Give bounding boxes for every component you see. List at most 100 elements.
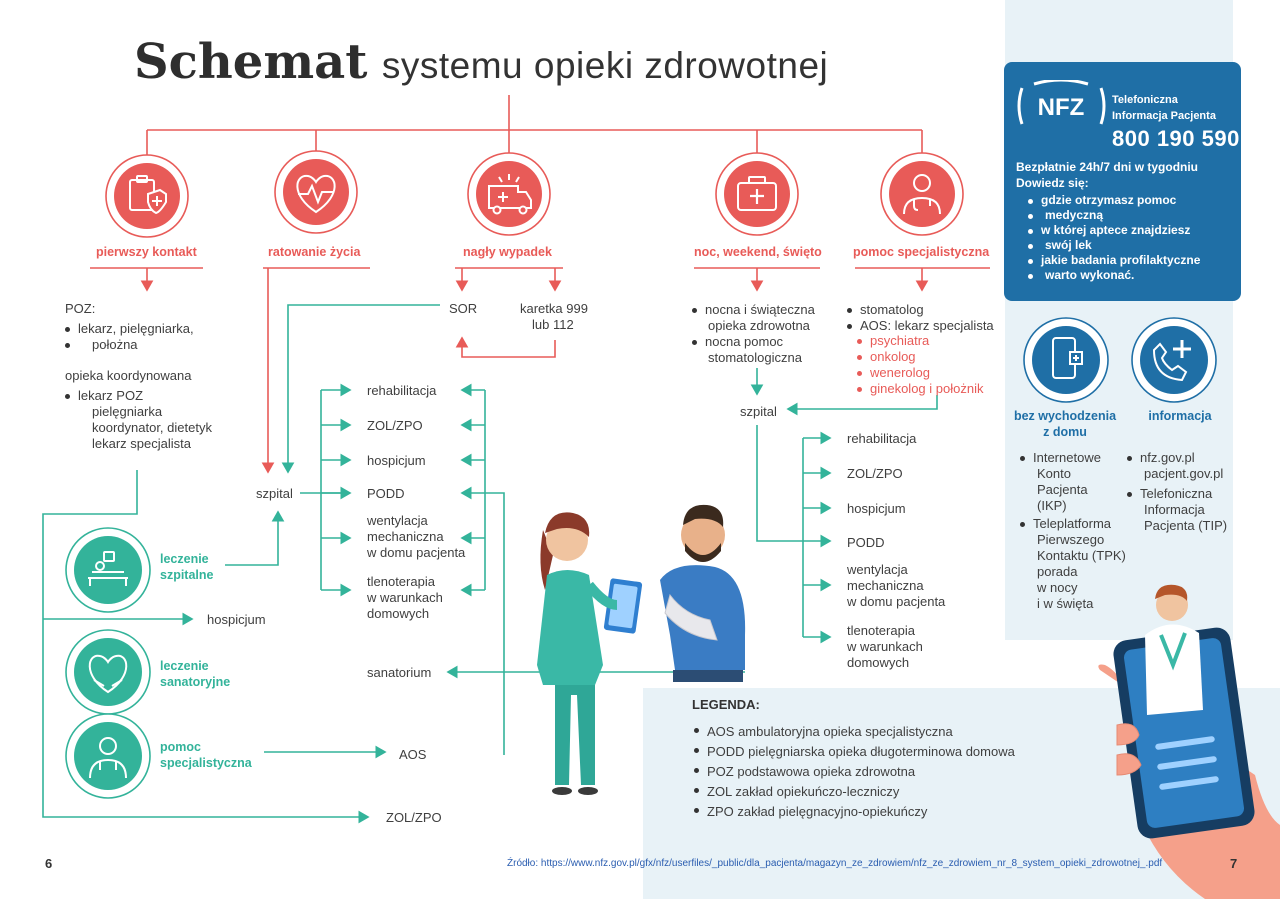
sor-label: SOR bbox=[449, 301, 478, 316]
list-item: lekarz POZ bbox=[61, 388, 143, 404]
specjal-red-list: psychiatra onkolog wenerolog ginekolog i… bbox=[853, 333, 983, 397]
info-item: Pacjenta (TIP) bbox=[1144, 518, 1228, 533]
koord-item: lekarz specjalista bbox=[92, 436, 191, 451]
list-item: położna bbox=[61, 337, 194, 353]
poz-list: lekarz, pielęgniarka, położna bbox=[61, 321, 194, 353]
karetka-line1: karetka 999 bbox=[520, 301, 588, 316]
zol-label: ZOL/ZPO bbox=[386, 810, 442, 825]
list-item: lekarz, pielęgniarka, bbox=[61, 321, 194, 337]
poz-label: POZ: bbox=[65, 301, 96, 316]
nfz-logo-text: NFZ bbox=[1038, 94, 1085, 121]
legend-list: AOS ambulatoryjna opieka specjalistyczna… bbox=[690, 722, 1015, 822]
doctor-icon bbox=[65, 713, 151, 799]
info-list-2: Telefoniczna bbox=[1123, 486, 1212, 502]
service-item: w warunkach bbox=[847, 639, 923, 654]
remote-item: i w święta bbox=[1037, 596, 1094, 611]
list-item: nocna pomoc bbox=[688, 334, 783, 350]
list-item: AOS ambulatoryjna opieka specjalistyczna bbox=[690, 722, 1015, 742]
service-item: ZOL/ZPO bbox=[847, 466, 903, 481]
service-item: domowych bbox=[367, 606, 430, 621]
patient-figure bbox=[660, 504, 746, 682]
service-item: hospicjum bbox=[847, 501, 906, 516]
service-item: rehabilitacja bbox=[847, 431, 917, 446]
ambulance-icon bbox=[467, 152, 551, 236]
phone-hand-illustration bbox=[1098, 584, 1280, 899]
service-item: hospicjum bbox=[367, 453, 426, 468]
page-number-right: 7 bbox=[1230, 856, 1238, 871]
category-nagly-wypadek: nagły wypadek bbox=[463, 245, 552, 259]
category-pierwszy-kontakt: pierwszy kontakt bbox=[96, 245, 197, 259]
tel-line1: Telefoniczna bbox=[1112, 94, 1178, 106]
list-item: Telefoniczna bbox=[1123, 486, 1212, 502]
tel-line2: Informacja Pacjenta bbox=[1112, 110, 1216, 122]
list-item: onkolog bbox=[853, 349, 983, 365]
list-item: swój lek bbox=[1024, 238, 1200, 253]
service-item: tlenoterapia bbox=[367, 574, 435, 589]
remote-item: (IKP) bbox=[1037, 498, 1067, 513]
remote-item: w nocy bbox=[1037, 580, 1078, 595]
category-noc-weekend-swieto: noc, weekend, święto bbox=[694, 245, 822, 259]
first-aid-kit-icon bbox=[715, 152, 799, 236]
nfz-logo-icon: NFZ bbox=[1017, 80, 1106, 125]
page-number-left: 6 bbox=[45, 856, 53, 871]
list-item: ginekolog i położnik bbox=[853, 381, 983, 397]
list-item[interactable]: nfz.gov.pl bbox=[1123, 450, 1195, 466]
category-pomoc-specjalistyczna: pomoc specjalistyczna bbox=[853, 245, 990, 259]
remote-label: bez wychodzenia z domu bbox=[1013, 409, 1117, 439]
source-link[interactable]: Źródło: https://www.nfz.gov.pl/gfx/nfz/u… bbox=[507, 858, 1163, 869]
noc-item: opieka zdrowotna bbox=[708, 318, 810, 333]
category-icons bbox=[105, 150, 964, 238]
remote-item: Pacjenta bbox=[1037, 482, 1088, 497]
list-item: jakie badania profilaktyczne bbox=[1024, 253, 1200, 268]
phone-plus-icon bbox=[1023, 317, 1109, 403]
service-item: ZOL/ZPO bbox=[367, 418, 423, 433]
heart-pulse-icon bbox=[274, 150, 358, 234]
service-item: mechaniczna bbox=[367, 529, 444, 544]
aos-label: AOS bbox=[399, 747, 427, 762]
info-item[interactable]: pacjent.gov.pl bbox=[1144, 466, 1224, 481]
service-item: w domu pacjenta bbox=[367, 545, 466, 560]
page-title: Schemat systemu opieki zdrowotnej bbox=[134, 34, 828, 90]
koord-list: lekarz POZ bbox=[61, 388, 143, 404]
nfz-info-box: NFZ Telefoniczna Informacja Pacjenta 800… bbox=[1004, 62, 1241, 301]
title-bold: Schemat bbox=[134, 34, 368, 90]
doctor-icon bbox=[880, 152, 964, 236]
free-text: Bezpłatnie 24h/7 dni w tygodniu bbox=[1016, 160, 1199, 174]
koord-label: opieka koordynowana bbox=[65, 368, 192, 383]
remote-item: Pierwszego bbox=[1037, 532, 1105, 547]
list-item: AOS: lekarz specjalista bbox=[843, 318, 994, 334]
service-item: tlenoterapia bbox=[847, 623, 915, 638]
info-list: nfz.gov.pl bbox=[1123, 450, 1195, 466]
list-item: psychiatra bbox=[853, 333, 983, 349]
service-item: wentylacja bbox=[367, 513, 428, 528]
list-item: Teleplatforma bbox=[1016, 516, 1111, 532]
service-item: w warunkach bbox=[367, 590, 443, 605]
list-item: w której aptece znajdziesz bbox=[1024, 223, 1200, 238]
legend-title: LEGENDA: bbox=[692, 697, 760, 712]
heart-hands-icon bbox=[65, 629, 151, 715]
green-icons bbox=[65, 527, 151, 799]
list-item: wenerolog bbox=[853, 365, 983, 381]
sanatorium-label: sanatorium bbox=[367, 665, 432, 680]
list-item: warto wykonać. bbox=[1024, 268, 1200, 283]
noc-list-2: nocna pomoc bbox=[688, 334, 783, 350]
hospicjum-label: hospicjum bbox=[207, 612, 266, 627]
service-item: wentylacja bbox=[847, 562, 908, 577]
nurse-figure bbox=[537, 512, 643, 795]
learn-text: Dowiedz się: bbox=[1016, 176, 1089, 190]
info-item: Informacja bbox=[1144, 502, 1205, 517]
hospital-bed-icon bbox=[65, 527, 151, 613]
remote-list-2: Teleplatforma bbox=[1016, 516, 1111, 532]
green-cat-leczenie-szpitalne: leczenie szpitalne bbox=[160, 552, 214, 582]
nfz-bullets: gdzie otrzymasz pomoc medyczną w której … bbox=[1024, 193, 1200, 283]
list-item: nocna i świąteczna bbox=[688, 302, 815, 318]
koord-item: pielęgniarka bbox=[92, 404, 163, 419]
clipboard-shield-icon bbox=[105, 154, 189, 238]
service-item: w domu pacjenta bbox=[847, 594, 946, 609]
list-item: ZPO zakład pielęgnacyjno-opiekuńczy bbox=[690, 802, 1015, 822]
service-item: PODD bbox=[847, 535, 885, 550]
remote-item: Konto bbox=[1037, 466, 1071, 481]
phone-number[interactable]: 800 190 590 bbox=[1112, 126, 1240, 151]
noc-item: stomatologiczna bbox=[708, 350, 802, 365]
